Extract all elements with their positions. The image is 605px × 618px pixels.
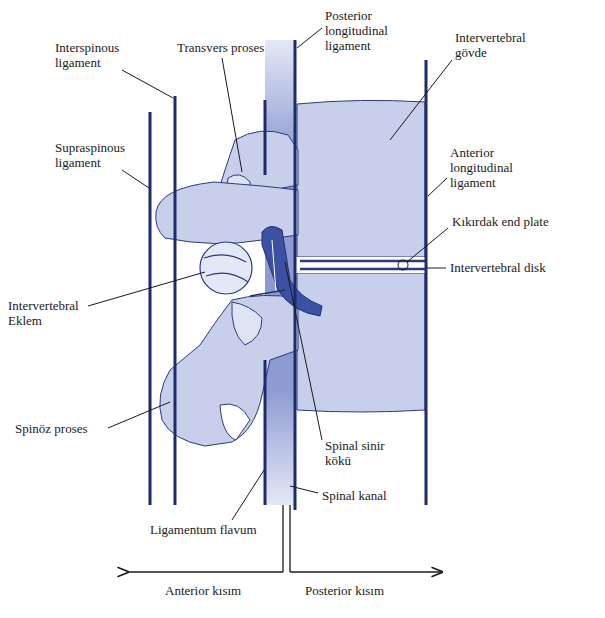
part-label: Spinöz proses xyxy=(15,421,88,436)
posterior-longitudinal-ligament xyxy=(294,40,297,510)
end-plate-marker xyxy=(398,260,408,270)
vertebral-body xyxy=(297,273,425,412)
nerve-branch xyxy=(250,290,285,296)
ligamentum-flavum xyxy=(264,100,267,175)
part-label: Supraspinous ligament xyxy=(55,140,135,170)
interspinous-ligament xyxy=(174,96,177,505)
part-label: Intervertebral Eklem xyxy=(8,298,98,328)
spinous-process xyxy=(160,295,298,446)
part-label: Intervertebral disk xyxy=(450,260,546,275)
part-label: Spinal sinir kökü xyxy=(325,438,403,468)
part-label: Spinal kanal xyxy=(322,488,387,503)
vertebral-body xyxy=(297,100,425,257)
supraspinous-ligament xyxy=(149,112,152,505)
facet-joint xyxy=(200,242,252,294)
leader-lines xyxy=(88,28,452,520)
anterior-longitudinal-ligament xyxy=(425,60,428,505)
spinal-nerve-root xyxy=(262,226,322,316)
direction-label: Posterior kısım xyxy=(305,583,384,598)
facet-joint xyxy=(204,255,248,282)
spinal-nerve-root xyxy=(272,240,276,292)
articular-process xyxy=(232,302,262,345)
part-label: Anterior longitudinal ligament xyxy=(450,145,530,190)
ligamentum-flavum xyxy=(264,360,267,505)
part-label: Interspinous ligament xyxy=(55,40,135,70)
spinous-process xyxy=(220,404,250,440)
direction-arrow xyxy=(128,505,442,572)
intervertebral-disc xyxy=(297,257,425,273)
part-label: Transvers proses xyxy=(177,40,264,55)
part-label: Kıkırdak end plate xyxy=(452,214,549,229)
part-label: Posterior longitudinal ligament xyxy=(325,8,403,53)
direction-label: Anterior kısım xyxy=(165,583,241,598)
part-label: Ligamentum flavum xyxy=(150,522,257,537)
part-label: Intervertebral gövde xyxy=(455,30,545,60)
